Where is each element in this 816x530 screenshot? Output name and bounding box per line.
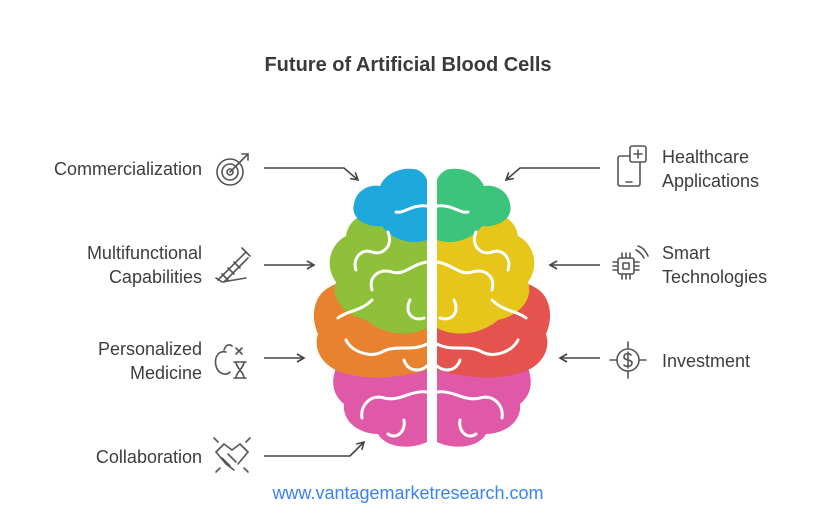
label-healthcare-applications: Healthcare Applications: [662, 145, 759, 193]
label-line: Investment: [662, 351, 751, 371]
footer-url[interactable]: www.vantagemarketresearch.com: [272, 483, 544, 503]
label-line: Smart: [662, 243, 711, 263]
brain-region-pink-right: [437, 368, 531, 447]
label-line: Medicine: [129, 363, 202, 383]
label-line: Collaboration: [95, 447, 202, 467]
right-gyri: [435, 204, 528, 438]
label-line: Capabilities: [108, 267, 202, 287]
label-line: Applications: [662, 171, 760, 191]
dollar-target-icon: [609, 341, 647, 379]
label-line: Technologies: [662, 267, 768, 287]
left-gyri: [336, 204, 429, 438]
label-smart-technologies: Smart Technologies: [662, 241, 767, 289]
brain-region-green-right: [437, 168, 511, 243]
label-collaboration: Collaboration: [96, 445, 202, 469]
brain-region-blue-left: [353, 168, 427, 243]
label-investment: Investment: [662, 349, 750, 373]
diagram-title: Future of Artificial Blood Cells: [264, 54, 552, 76]
handshake-icon: [213, 437, 251, 473]
label-line: Healthcare: [662, 147, 750, 167]
syringe-icon: [215, 247, 251, 283]
arrow-healthcare: [504, 167, 600, 182]
left-hemisphere: [313, 168, 429, 447]
smart-chip-icon: [612, 245, 649, 280]
label-multifunctional-capabilities: Multifunctional Capabilities: [87, 241, 202, 289]
label-personalized-medicine: Personalized Medicine: [98, 337, 202, 385]
connector-arrows: [264, 167, 600, 457]
label-commercialization: Commercialization: [54, 157, 202, 181]
arrow-commercialization: [264, 167, 360, 182]
arrow-collaboration: [264, 440, 366, 457]
label-line: Multifunctional: [86, 243, 202, 263]
label-line: Commercialization: [53, 159, 202, 179]
right-hemisphere: [435, 168, 551, 447]
apple-hourglass-icon: [214, 344, 247, 379]
label-line: Personalized: [97, 339, 202, 359]
brain-region-pink-left: [333, 368, 427, 447]
medical-tablet-icon: [617, 145, 647, 187]
target-icon: [216, 153, 249, 186]
